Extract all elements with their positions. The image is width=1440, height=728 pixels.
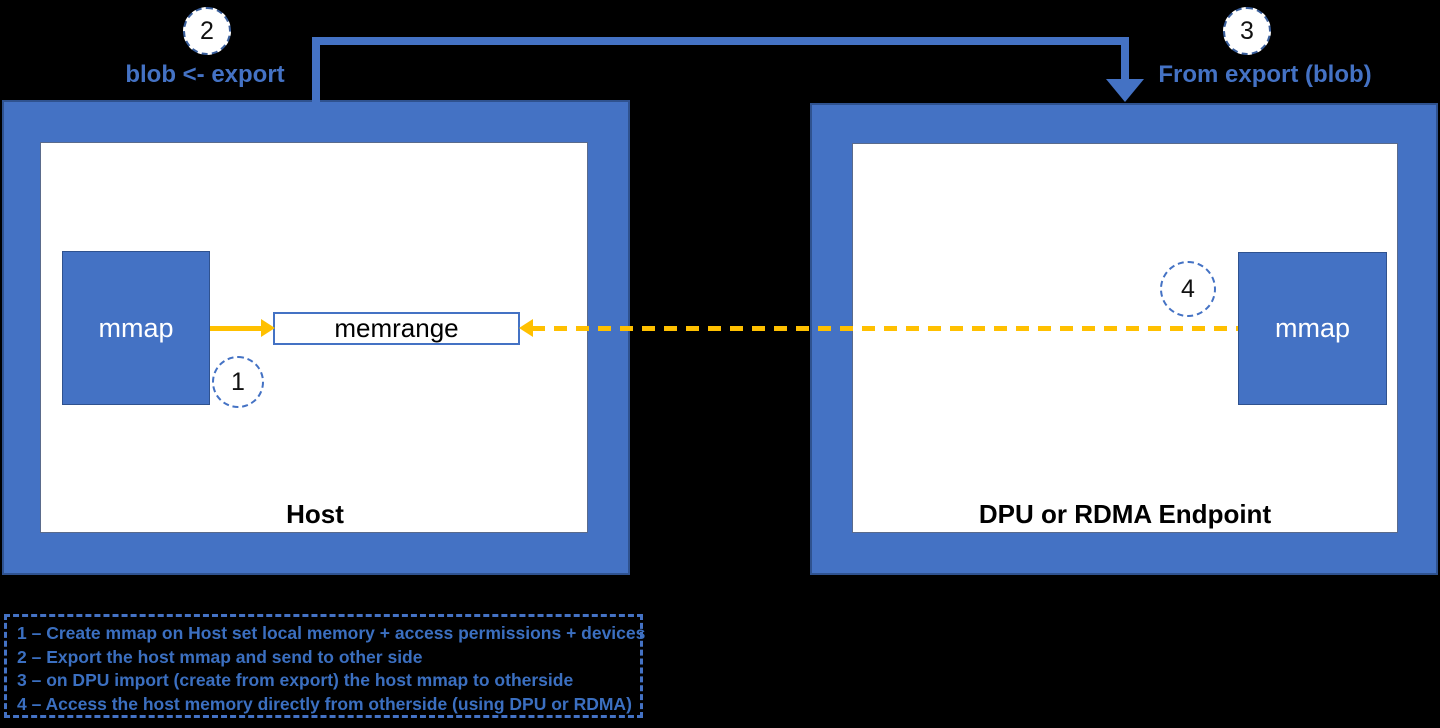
mmap-to-memrange-arrow-line [210, 326, 263, 331]
export-connector-up-segment [312, 37, 320, 103]
legend-item-2: 2 – Export the host mmap and send to oth… [17, 646, 423, 667]
export-connector-across-segment [312, 37, 1129, 45]
remote-access-dashed-line [532, 326, 1238, 331]
mmap-to-memrange-arrowhead-icon [261, 319, 275, 337]
memrange-box: memrange [273, 312, 520, 345]
host-title: Host [286, 499, 344, 529]
import-label: From export (blob) [1158, 61, 1372, 88]
dpu-title: DPU or RDMA Endpoint [978, 499, 1272, 529]
legend-item-1: 1 – Create mmap on Host set local memory… [17, 623, 646, 643]
legend-item-4: 4 – Access the host memory directly from… [17, 693, 632, 714]
remote-access-arrowhead-icon [519, 319, 533, 337]
legend-item-3: 3 – on DPU import (create from export) t… [17, 670, 574, 690]
host-mmap-box: mmap [62, 251, 210, 405]
legend-box: 1 – Create mmap on Host set local memory… [4, 614, 646, 718]
export-connector-down-segment [1121, 37, 1129, 80]
step-2-badge: 2 [183, 7, 231, 55]
dpu-mmap-box: mmap [1238, 252, 1387, 405]
step-1-badge: 1 [212, 356, 264, 408]
step-4-badge: 4 [1160, 261, 1216, 317]
export-connector-arrowhead-icon [1106, 79, 1144, 102]
export-label: blob <- export [125, 61, 285, 88]
step-3-badge: 3 [1223, 7, 1271, 55]
